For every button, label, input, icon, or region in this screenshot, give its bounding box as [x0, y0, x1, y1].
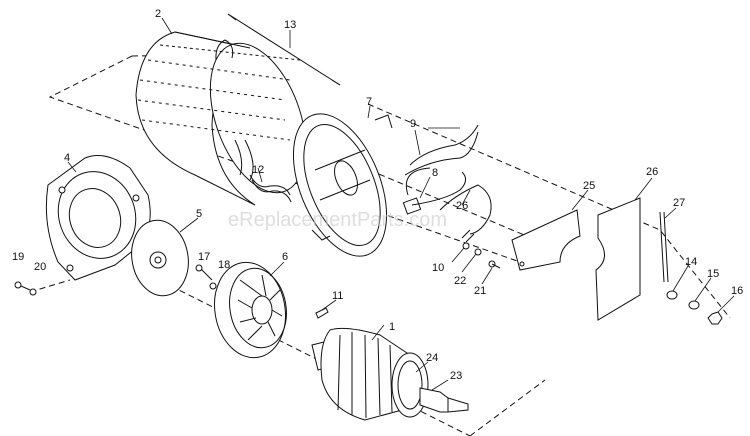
callout-6: 6 [282, 251, 288, 263]
cooling-fan [214, 261, 287, 359]
callout-1: 1 [389, 321, 395, 333]
strip-bar [659, 211, 669, 283]
wire-harness [439, 184, 492, 243]
through-bolt [227, 13, 341, 86]
callout-18: 18 [218, 259, 230, 271]
callout-20: 20 [34, 261, 46, 273]
callout-12: 12 [252, 164, 264, 176]
callout-11: 11 [332, 290, 343, 302]
brush-holder-assembly [402, 124, 479, 215]
callout-15: 15 [707, 268, 719, 280]
fan-bolt-washer [195, 264, 217, 290]
stator-leads [249, 174, 292, 203]
callout-22: 22 [454, 275, 466, 287]
key [315, 307, 329, 319]
callout-2: 2 [155, 8, 161, 20]
callout-27: 27 [673, 197, 685, 209]
callout-25: 25 [583, 180, 595, 192]
callout-26-cover: 26 [646, 166, 658, 178]
callout-24: 24 [426, 352, 438, 364]
rotor-assembly [311, 327, 469, 421]
watermark-text: eReplacementParts.com [228, 209, 447, 231]
callout-4: 4 [64, 152, 70, 164]
callout-19: 19 [12, 251, 24, 263]
rear-cover-plate [511, 209, 581, 271]
engine-adapter [45, 155, 151, 281]
callout-26-harness: 26 [456, 200, 468, 212]
callout-10: 10 [432, 262, 444, 274]
flex-plate [131, 219, 189, 297]
callout-13: 13 [284, 19, 296, 31]
washers-nuts-right [666, 290, 723, 325]
callout-8: 8 [432, 167, 438, 179]
callout-9: 9 [410, 118, 416, 130]
callout-16: 16 [731, 285, 743, 297]
callout-21: 21 [474, 285, 486, 297]
leader-lines [67, 17, 735, 391]
screws-left [14, 281, 37, 296]
callout-17: 17 [198, 251, 210, 263]
callout-7: 7 [366, 96, 372, 108]
callout-14: 14 [685, 256, 697, 268]
stator-housing [135, 31, 307, 206]
callout-5: 5 [196, 208, 202, 220]
screws-rear [462, 242, 501, 269]
side-cover-panel [595, 197, 641, 321]
callout-23: 23 [450, 370, 462, 382]
rear-bearing-carrier [292, 113, 393, 257]
callout-labels: 2 13 7 9 8 26 12 25 26 27 4 5 6 17 18 19… [12, 8, 743, 382]
